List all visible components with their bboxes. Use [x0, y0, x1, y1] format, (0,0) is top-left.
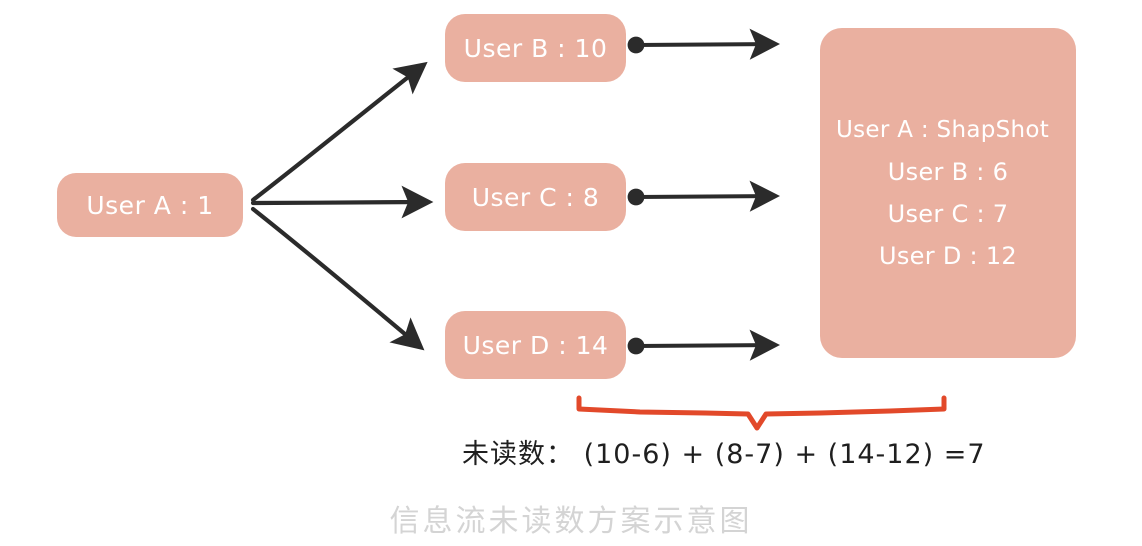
unread-count-formula: 未读数： (10-6) + (8-7) + (14-12) =7 [462, 439, 986, 470]
fanout-arrow-to-user-b [250, 61, 428, 203]
node-user-d-label: User D : 14 [462, 330, 609, 360]
node-user-c-label: User C : 8 [471, 182, 600, 212]
node-user-b-label: User B : 10 [463, 33, 608, 63]
snapshot-line-user-d: User D : 12 [879, 241, 1017, 270]
snapshot-panel[interactable]: User A : ShapShot User B : 6 User C : 7 … [820, 28, 1076, 358]
node-user-d[interactable]: User D : 14 [445, 311, 626, 379]
flow-arrow-user-d-to-snapshot [627, 329, 780, 361]
curly-brace-icon [576, 395, 947, 431]
node-user-a[interactable]: User A : 1 [57, 173, 243, 237]
fanout-arrow-to-user-d [250, 206, 425, 351]
flow-arrow-user-c-to-snapshot [627, 180, 780, 212]
node-user-c[interactable]: User C : 8 [445, 163, 626, 231]
node-user-b[interactable]: User B : 10 [445, 14, 626, 82]
flow-arrow-user-b-to-snapshot [627, 28, 780, 60]
snapshot-line-user-b: User B : 6 [887, 157, 1009, 186]
snapshot-line-user-c: User C : 7 [887, 199, 1009, 228]
snapshot-line-user-a: User A : ShapShot [836, 116, 1050, 143]
diagram-caption: 信息流未读数方案示意图 [389, 504, 753, 539]
fanout-arrow-to-user-c [250, 185, 434, 219]
node-user-a-label: User A : 1 [86, 190, 214, 220]
